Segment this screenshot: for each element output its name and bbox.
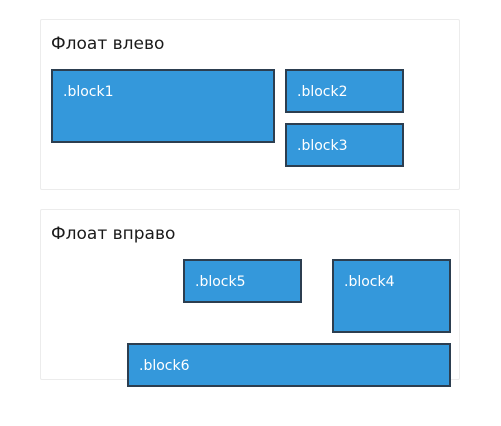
block5: .block5	[183, 259, 302, 303]
block1: .block1	[51, 69, 275, 143]
block4: .block4	[332, 259, 451, 333]
block3: .block3	[285, 123, 404, 167]
block6: .block6	[127, 343, 451, 387]
float-left-title: Флоат влево	[51, 34, 165, 54]
block2: .block2	[285, 69, 404, 113]
float-right-title: Флоат вправо	[51, 224, 176, 244]
